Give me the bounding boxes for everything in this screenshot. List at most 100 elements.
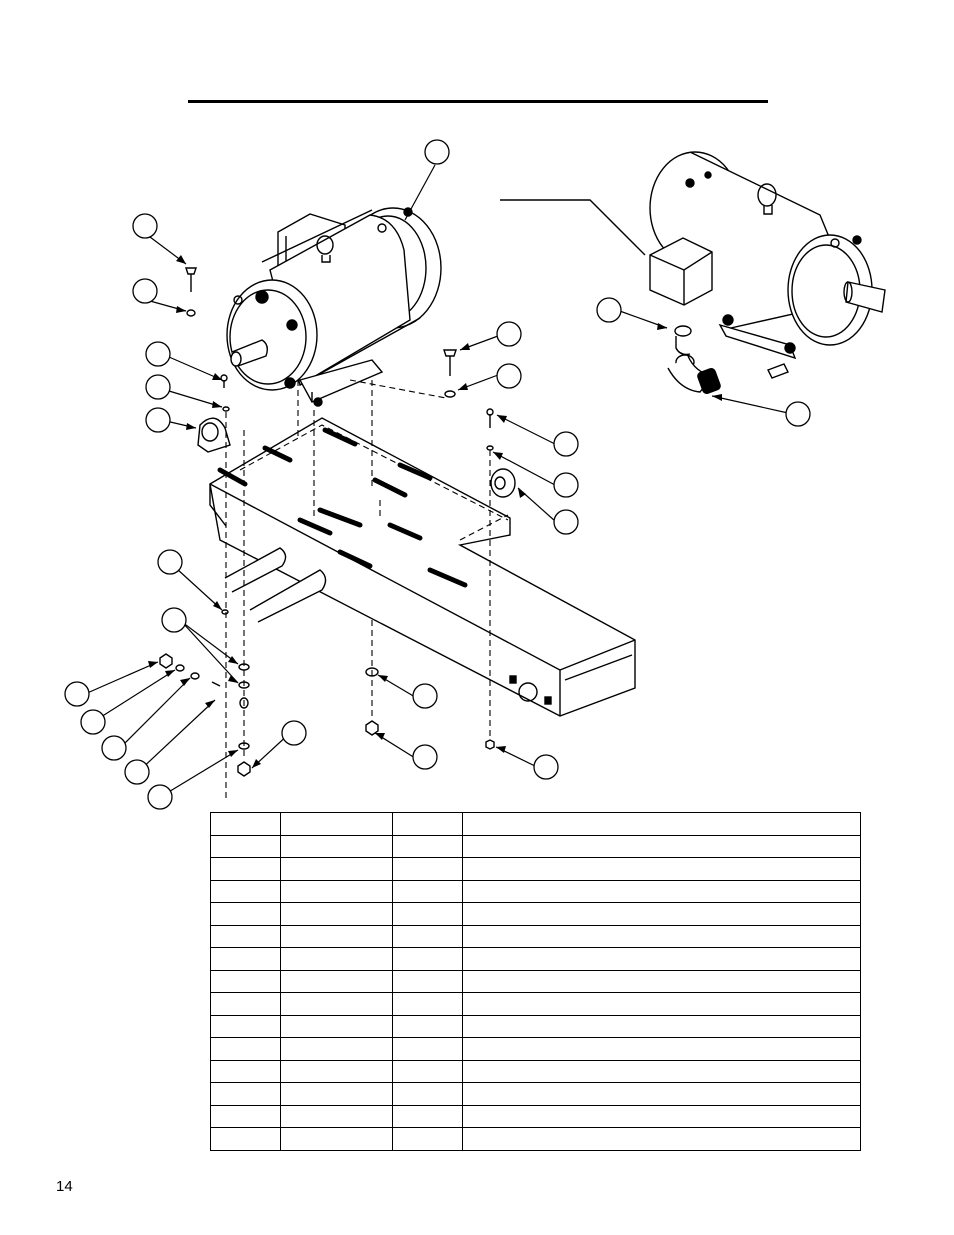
table-row (210, 947, 861, 971)
callout-bubble (412, 744, 438, 770)
table-row (210, 1037, 861, 1061)
table-cell (462, 902, 861, 926)
callout-bubble (64, 681, 90, 707)
table-cell (210, 1037, 281, 1061)
table-row (210, 992, 861, 1016)
table-cell (280, 857, 393, 881)
base-plate (209, 417, 636, 717)
table-cell (210, 1104, 281, 1128)
page-number: 14 (56, 1178, 73, 1195)
table-cell (210, 857, 281, 881)
table-cell (392, 1082, 463, 1106)
table-cell (462, 992, 861, 1016)
table-cell (462, 947, 861, 971)
callout-bubble (132, 213, 158, 239)
callout-bubble (145, 407, 171, 433)
table-cell (392, 902, 463, 926)
table-cell (392, 1104, 463, 1128)
table-row (210, 812, 861, 836)
table-cell (210, 924, 281, 948)
table-cell (210, 902, 281, 926)
table-row (210, 1127, 861, 1151)
table-row (210, 857, 861, 881)
parts-list-table (210, 812, 861, 1151)
table-cell (280, 812, 393, 836)
table-cell (280, 1059, 393, 1083)
table-cell (210, 1059, 281, 1083)
title-rule (188, 100, 768, 103)
callout-bubble (101, 735, 127, 761)
table-cell (462, 1014, 861, 1038)
table-row (210, 1104, 861, 1128)
table-cell (210, 1082, 281, 1106)
table-cell (280, 947, 393, 971)
table-cell (210, 969, 281, 993)
callout-bubble (412, 683, 438, 709)
table-cell (210, 992, 281, 1016)
table-cell (392, 947, 463, 971)
table-cell (280, 1104, 393, 1128)
table-cell (210, 834, 281, 858)
callout-bubble (553, 509, 579, 535)
table-cell (280, 969, 393, 993)
callout-bubble (553, 472, 579, 498)
table-cell (210, 879, 281, 903)
table-cell (462, 969, 861, 993)
table-cell (280, 834, 393, 858)
callout-bubble (533, 754, 559, 780)
table-row (210, 902, 861, 926)
table-cell (462, 1082, 861, 1106)
inset-leader-line (500, 199, 646, 256)
table-cell (280, 1127, 393, 1151)
table-cell (392, 1059, 463, 1083)
table-cell (210, 947, 281, 971)
callout-bubble (80, 709, 106, 735)
table-cell (280, 992, 393, 1016)
table-cell (210, 1127, 281, 1151)
hardware (159, 267, 516, 777)
callout-bubble (785, 401, 811, 427)
table-row (210, 924, 861, 948)
table-cell (392, 969, 463, 993)
table-cell (210, 812, 281, 836)
callout-bubbles (64, 139, 811, 810)
table-row (210, 1082, 861, 1106)
callout-bubble (161, 607, 187, 633)
table-cell (462, 924, 861, 948)
table-cell (462, 834, 861, 858)
table-cell (462, 1104, 861, 1128)
table-cell (392, 924, 463, 948)
callout-bubble (424, 139, 450, 165)
table-cell (210, 1014, 281, 1038)
callout-bubble (147, 784, 173, 810)
table-cell (462, 1037, 861, 1061)
table-cell (392, 1014, 463, 1038)
table-cell (392, 1037, 463, 1061)
table-cell (280, 1082, 393, 1106)
table-cell (280, 1037, 393, 1061)
table-row (210, 834, 861, 858)
table-cell (392, 992, 463, 1016)
table-row (210, 969, 861, 993)
motor-main (226, 207, 442, 407)
table-cell (280, 924, 393, 948)
table-cell (462, 812, 861, 836)
callout-bubble (145, 374, 171, 400)
callout-bubble (157, 549, 183, 575)
exploded-parts-diagram (64, 139, 886, 810)
table-cell (280, 1014, 393, 1038)
table-row (210, 1014, 861, 1038)
table-cell (392, 879, 463, 903)
callout-bubble (496, 363, 522, 389)
table-cell (392, 1127, 463, 1151)
table-row (210, 879, 861, 903)
callout-bubble (496, 321, 522, 347)
table-cell (392, 812, 463, 836)
table-cell (392, 834, 463, 858)
table-cell (280, 879, 393, 903)
callout-bubble (596, 297, 622, 323)
callout-bubble (145, 341, 171, 367)
callout-bubble (132, 278, 158, 304)
table-cell (462, 879, 861, 903)
table-cell (462, 1059, 861, 1083)
